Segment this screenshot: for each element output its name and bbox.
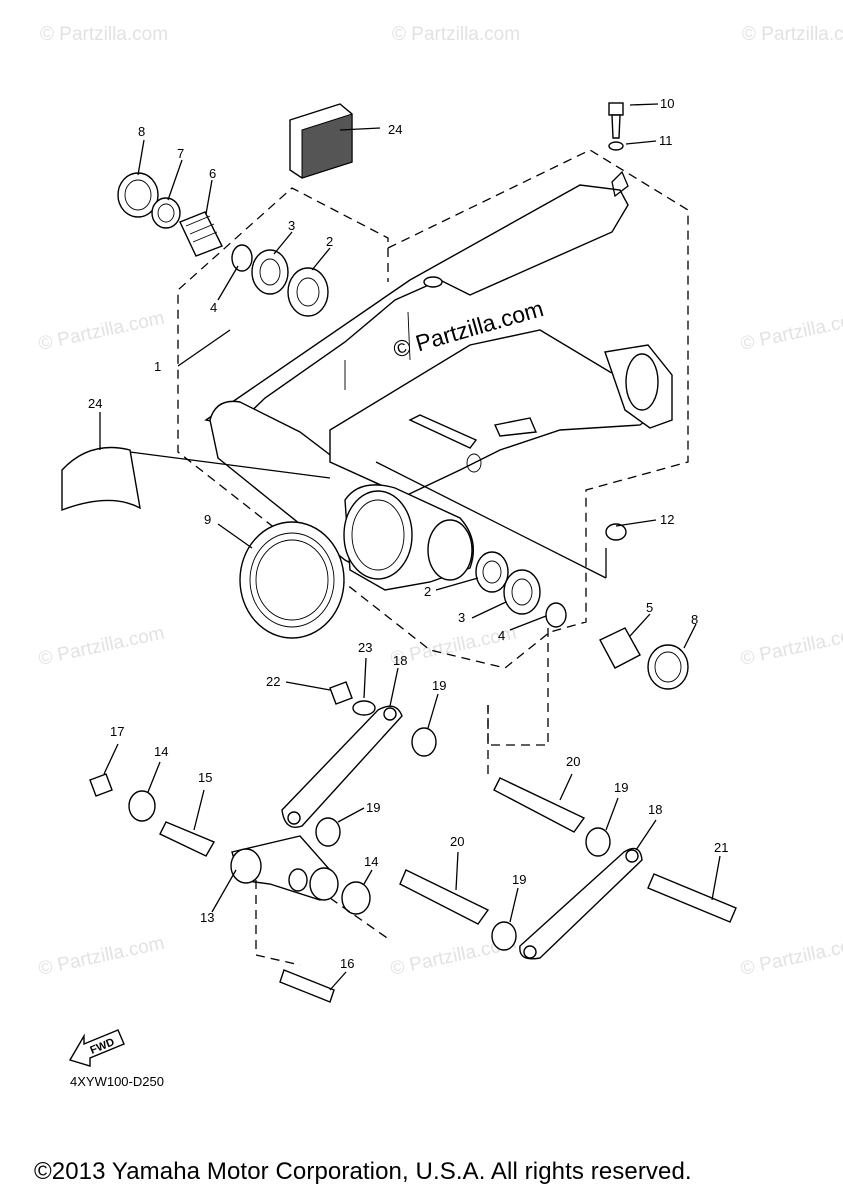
callout-label: 4 (210, 300, 217, 315)
pivot-hardware-left (117, 172, 329, 317)
callout-label: 20 (450, 834, 464, 849)
watermark: © Partzilla.com (392, 24, 520, 45)
pad-part-24-upper (289, 103, 381, 179)
copyright-notice: ©2013 Yamaha Motor Corporation, U.S.A. A… (34, 1158, 692, 1185)
callout-label: 19 (614, 780, 628, 795)
callout-numbers: 10 11 24 8 7 6 3 2 4 1 24 9 12 2 3 4 5 8… (88, 96, 728, 971)
callout-label: 19 (366, 800, 380, 815)
relay-linkage (89, 681, 737, 1003)
callout-label: 23 (358, 640, 372, 655)
callout-label: 19 (512, 872, 526, 887)
callout-label: 7 (177, 146, 184, 161)
callout-label: 3 (288, 218, 295, 233)
pivot-hardware-right (475, 523, 689, 690)
callout-label: 14 (364, 854, 378, 869)
bolt-and-washer (608, 102, 624, 151)
watermark: © Partzilla.com (37, 308, 167, 355)
part-code: 4XYW100-D250 (70, 1074, 164, 1089)
watermark-layer: © Partzilla.com © Partzilla.com © Partzi… (37, 24, 843, 980)
callout-label: 21 (714, 840, 728, 855)
callout-label: 6 (209, 166, 216, 181)
callout-label: 2 (326, 234, 333, 249)
fwd-arrow-icon: FWD (68, 1029, 125, 1067)
callout-label: 24 (88, 396, 102, 411)
callout-label: 1 (154, 359, 161, 374)
fwd-label: FWD (89, 1036, 117, 1057)
callout-label: 18 (393, 653, 407, 668)
callout-label: 24 (388, 122, 402, 137)
watermark: © Partzilla.com (40, 24, 168, 45)
callout-label: 18 (648, 802, 662, 817)
chain-guide-ring (239, 521, 345, 639)
watermark: © Partzilla.com (739, 623, 843, 670)
callout-label: 10 (660, 96, 674, 111)
callout-label: 3 (458, 610, 465, 625)
callout-label: 14 (154, 744, 168, 759)
callout-label: 16 (340, 956, 354, 971)
callout-label: 8 (691, 612, 698, 627)
callout-label: 20 (566, 754, 580, 769)
callout-label: 8 (138, 124, 145, 139)
leader-lines (129, 329, 607, 966)
callout-label: 12 (660, 512, 674, 527)
callout-label: 2 (424, 584, 431, 599)
watermark: © Partzilla.com (739, 308, 843, 355)
pad-part-24-lower (61, 412, 141, 512)
callout-label: 4 (498, 628, 505, 643)
assembly-boundary (177, 149, 689, 669)
callout-label: 19 (432, 678, 446, 693)
callout-label: 22 (266, 674, 280, 689)
callout-label: 13 (200, 910, 214, 925)
watermark: © Partzilla.com (37, 933, 167, 980)
watermark: © Partzilla.com (739, 933, 843, 980)
swingarm (204, 170, 673, 591)
callout-label: 15 (198, 770, 212, 785)
callout-label: 11 (659, 133, 673, 148)
callout-leaders (103, 103, 721, 991)
callout-label: 17 (110, 724, 124, 739)
watermark: © Partzilla.com (742, 24, 843, 45)
watermark: © Partzilla.com (37, 623, 167, 670)
callout-label: 9 (204, 512, 211, 527)
callout-label: 5 (646, 600, 653, 615)
